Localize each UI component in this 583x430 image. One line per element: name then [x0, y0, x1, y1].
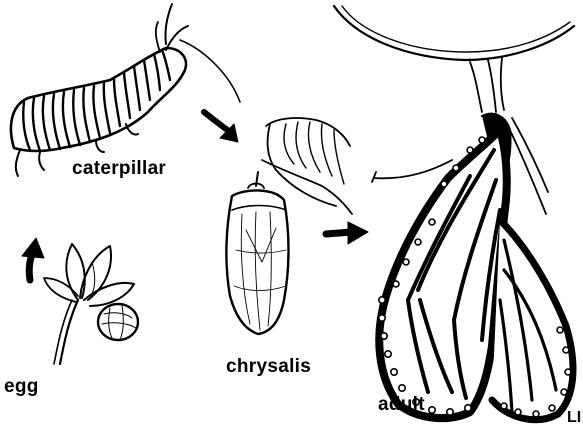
egg-on-leaf-icon [44, 244, 138, 364]
corner-mark: LI [567, 409, 581, 427]
caterpillar-icon [11, 4, 240, 176]
chrysalis-label: chrysalis [226, 356, 311, 378]
arrow-egg-to-caterpillar [22, 238, 44, 280]
adult-label: adult [378, 394, 425, 416]
arrow-caterpillar-to-chrysalis [204, 112, 238, 142]
butterfly-icon [334, 6, 574, 420]
caterpillar-label: caterpillar [72, 158, 166, 180]
egg-label: egg [4, 376, 39, 398]
chrysalis-icon [226, 118, 352, 334]
arrow-chrysalis-to-adult [326, 222, 368, 244]
